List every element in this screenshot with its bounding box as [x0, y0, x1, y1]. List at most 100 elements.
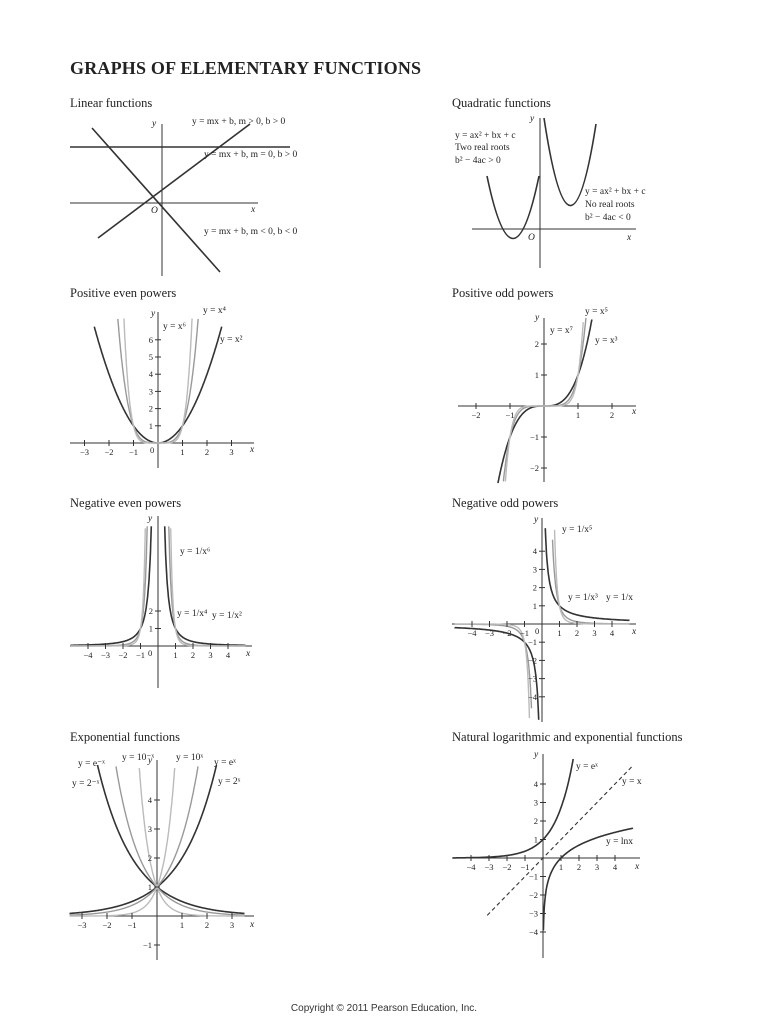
label-inv-x6: y = 1/x⁶	[180, 547, 210, 557]
label-2-negx: y = 2⁻ˣ	[72, 779, 100, 789]
x-tick-label: 1	[180, 447, 184, 457]
y-tick-label: −1	[530, 432, 539, 442]
y-tick-label: 3	[148, 824, 152, 834]
x-tick-label: 2	[610, 410, 614, 420]
curve-x6	[123, 318, 193, 444]
y-tick-label: 2	[148, 853, 152, 863]
label-inv-x4: y = 1/x⁴	[177, 609, 208, 619]
label-quad2: y = ax² + bx + c	[585, 187, 646, 197]
y-axis-label: y	[151, 119, 157, 129]
x-tick-label: −1	[520, 628, 529, 638]
y-tick-label: −4	[529, 927, 539, 937]
x-tick-label: 4	[226, 650, 231, 660]
y-tick-label: −1	[143, 940, 152, 950]
x-tick-label: 1	[173, 650, 177, 660]
y-tick-label: 2	[149, 606, 153, 616]
x-tick-label: −1	[129, 447, 138, 457]
y-tick-label: 2	[534, 816, 538, 826]
y-axis-label: y	[147, 514, 153, 524]
x-tick-label: −3	[484, 862, 493, 872]
zero-label: 0	[150, 445, 154, 455]
y-tick-label: −2	[528, 655, 537, 665]
y-tick-label: 3	[534, 798, 538, 808]
y-tick-label: 6	[149, 335, 153, 345]
zero-label: 0	[148, 648, 152, 658]
x-tick-label: 2	[205, 447, 209, 457]
y-tick-label: 3	[533, 564, 537, 574]
section-title-even: Positive even powers	[70, 286, 177, 300]
y-axis-label: y	[529, 114, 535, 124]
label-x4: y = x⁴	[203, 306, 227, 316]
x-tick-label: −2	[102, 920, 111, 930]
x-tick-label: 3	[229, 447, 233, 457]
section-title-odd: Positive odd powers	[452, 286, 554, 300]
x-tick-label: 4	[610, 628, 615, 638]
x-tick-label: −2	[471, 410, 480, 420]
label-10-negx: y = 10⁻ˣ	[122, 753, 154, 763]
x-tick-label: 3	[592, 628, 596, 638]
label-mneg: y = mx + b, m < 0, b < 0	[204, 227, 297, 237]
label-x6: y = x⁶	[163, 322, 186, 332]
label-x2: y = x²	[220, 335, 243, 345]
curve-e-negx	[115, 766, 245, 916]
curve-2x	[69, 764, 218, 915]
y-axis-label: y	[533, 515, 539, 525]
label-m0: y = mx + b, m = 0, b > 0	[204, 150, 297, 160]
curve-ex	[453, 758, 574, 859]
x-axis-label: x	[631, 407, 637, 417]
y-tick-label: 4	[534, 779, 539, 789]
section-title-quadratic: Quadratic functions	[452, 96, 551, 110]
y-tick-label: 1	[149, 624, 153, 634]
y-tick-label: 4	[149, 369, 154, 379]
y-axis-label: y	[150, 309, 156, 319]
section-title-ln: Natural logarithmic and exponential func…	[452, 730, 683, 744]
y-axis-label: y	[533, 750, 539, 760]
x-tick-label: 2	[577, 862, 581, 872]
x-tick-label: 1	[180, 920, 184, 930]
line-mpos	[97, 123, 251, 239]
x-tick-label: 1	[576, 410, 580, 420]
y-tick-label: 4	[533, 546, 538, 556]
section-title-negeven: Negative even powers	[70, 496, 182, 510]
origin-label: O	[528, 233, 535, 243]
label-mpos: y = mx + b, m > 0, b > 0	[192, 117, 285, 127]
x-axis-label: x	[634, 862, 640, 872]
y-tick-label: 1	[148, 882, 152, 892]
x-tick-label: 3	[595, 862, 599, 872]
label-y-x: y = x	[622, 777, 642, 787]
page-title: GRAPHS OF ELEMENTARY FUNCTIONS	[70, 58, 422, 78]
label-x3: y = x³	[595, 336, 618, 346]
label-lnx: y = lnx	[606, 837, 633, 847]
y-tick-label: 5	[149, 352, 153, 362]
x-tick-label: 3	[208, 650, 212, 660]
y-tick-label: 4	[148, 795, 153, 805]
label-disc-pos: b² − 4ac > 0	[455, 156, 501, 166]
x-tick-label: −3	[80, 447, 89, 457]
x-tick-label: −4	[467, 628, 477, 638]
x-axis-label: x	[245, 649, 251, 659]
x-tick-label: −3	[77, 920, 86, 930]
x-tick-label: 2	[205, 920, 209, 930]
origin-label: O	[151, 206, 158, 216]
y-tick-label: −3	[529, 909, 538, 919]
curve-inv-x6-right	[170, 528, 246, 647]
y-tick-label: 1	[533, 601, 537, 611]
y-tick-label: −1	[528, 637, 537, 647]
zero-label: 0	[535, 626, 539, 636]
y-tick-label: 2	[533, 583, 537, 593]
x-tick-label: −4	[83, 650, 93, 660]
label-inv-x2: y = 1/x²	[212, 611, 242, 621]
curve-2-negx	[96, 764, 245, 915]
x-tick-label: −1	[127, 920, 136, 930]
label-x7: y = x⁷	[550, 326, 573, 336]
x-tick-label: 2	[191, 650, 195, 660]
y-axis-label: y	[534, 313, 540, 323]
curve-inv-x2-right	[163, 526, 246, 647]
label-inv-x: y = 1/x	[606, 593, 633, 603]
copyright-footer: Copyright © 2011 Pearson Education, Inc.	[290, 1003, 478, 1014]
